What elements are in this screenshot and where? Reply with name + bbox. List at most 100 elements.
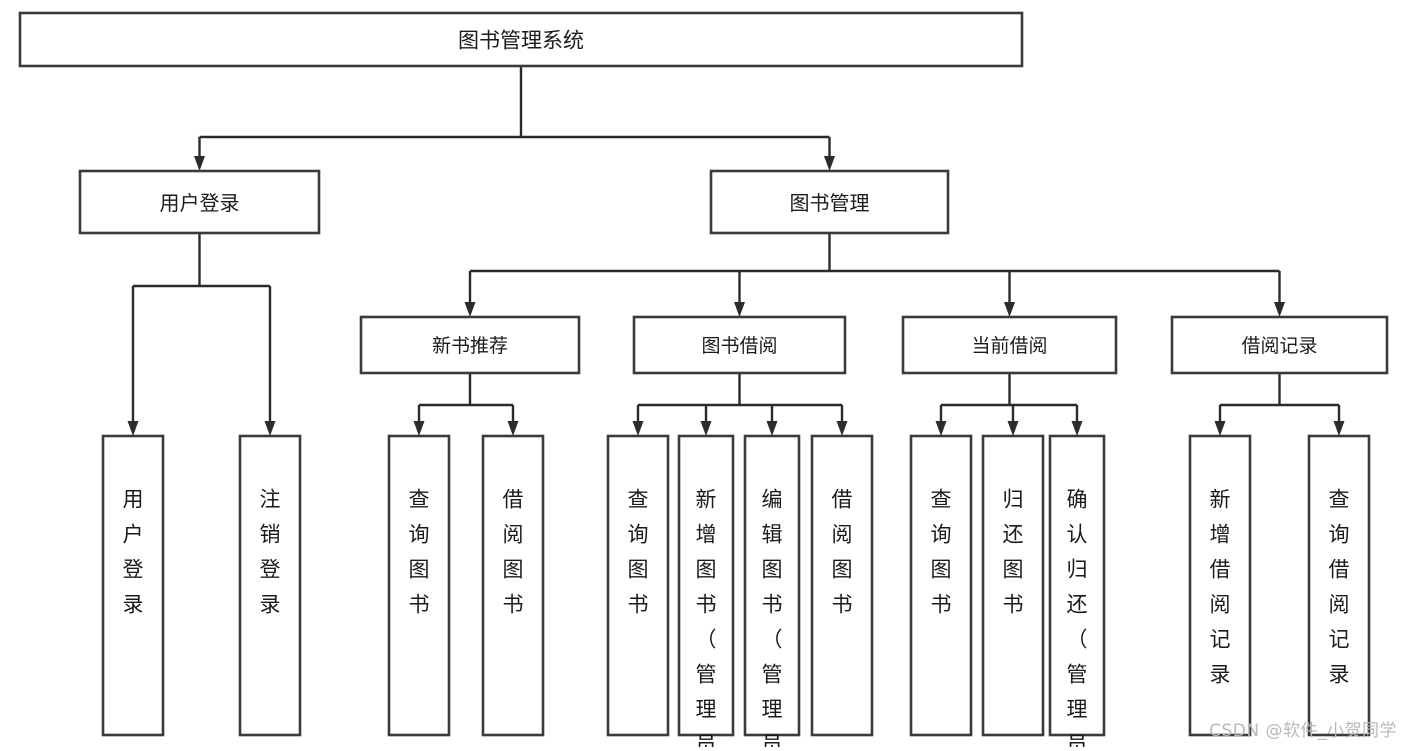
node-label-char: 管 [1067, 663, 1088, 687]
arrow-head-icon [507, 421, 519, 436]
node-l1_0[interactable]: 用户登录 [78, 169, 321, 235]
node-label-char: 阅 [1210, 593, 1231, 617]
node-box[interactable] [101, 434, 165, 737]
node-label-char: 增 [1210, 523, 1231, 547]
connector-group-l2_3 [1214, 373, 1345, 436]
arrow-head-icon [836, 421, 848, 436]
node-label-char: 图 [696, 558, 717, 582]
node-label-char: 书 [503, 593, 524, 617]
arrow-head-icon [632, 421, 644, 436]
node-label-char: 查 [931, 488, 952, 512]
node-label-char: 书 [1003, 593, 1024, 617]
node-box[interactable] [632, 315, 847, 375]
node-label-char: 注 [260, 488, 281, 512]
node-label-char: 辑 [762, 523, 783, 547]
node-box[interactable] [1170, 315, 1389, 375]
node-l2_1[interactable]: 图书借阅 [632, 315, 847, 375]
arrow-head-icon [1274, 302, 1285, 317]
node-label-char: 阅 [503, 523, 524, 547]
node-l2_2[interactable]: 当前借阅 [901, 315, 1118, 375]
node-label-char: 员 [696, 733, 717, 748]
node-label-char: 编 [762, 488, 783, 512]
node-label-char: 询 [931, 523, 952, 547]
node-label: 图书借阅 [701, 335, 777, 357]
node-label-char: 用 [123, 488, 144, 512]
node-box[interactable] [909, 434, 973, 737]
arrow-head-icon [1214, 421, 1226, 436]
watermark-label: CSDN @软件_小贺同学 [1209, 721, 1397, 741]
node-box[interactable] [481, 434, 545, 737]
node-label: 借阅记录 [1241, 335, 1317, 357]
node-label-char: 图 [931, 558, 952, 582]
node-box[interactable] [1307, 434, 1371, 737]
node-box[interactable] [981, 434, 1045, 737]
node-label-char: 归 [1003, 488, 1024, 512]
node-label: 图书管理 [790, 191, 870, 215]
node-label-char: 员 [762, 733, 783, 748]
node-box[interactable] [606, 434, 670, 737]
node-label-char: 借 [503, 488, 524, 512]
node-label: 图书管理系统 [458, 29, 584, 53]
node-box[interactable] [810, 434, 874, 737]
arrow-head-icon [264, 421, 276, 436]
node-box[interactable] [677, 434, 735, 737]
connector-group-l1_0 [127, 233, 276, 436]
node-l1_1[interactable]: 图书管理 [709, 169, 950, 235]
node-label-char: 认 [1067, 523, 1088, 547]
node-box[interactable] [1188, 434, 1252, 737]
node-box[interactable] [1048, 434, 1106, 737]
node-label-char: 录 [1329, 663, 1350, 687]
node-label-char: 询 [1329, 523, 1350, 547]
node-lf_0[interactable]: 用户登录 [101, 434, 165, 737]
node-box[interactable] [359, 315, 581, 375]
node-box[interactable] [387, 434, 451, 737]
node-label-char: 录 [123, 593, 144, 617]
node-box[interactable] [709, 169, 950, 235]
connector-group-root [194, 66, 835, 171]
node-label-char: 录 [260, 593, 281, 617]
node-label-char: 借 [1210, 558, 1231, 582]
node-box[interactable] [18, 11, 1024, 68]
node-label-char: 销 [260, 523, 281, 547]
node-label-char: （ [762, 628, 783, 652]
node-label-char: 录 [1210, 663, 1231, 687]
node-box[interactable] [238, 434, 302, 737]
node-label-char: 借 [1329, 558, 1350, 582]
arrow-head-icon [194, 156, 205, 171]
node-label-char: 书 [409, 593, 430, 617]
node-label-char: 还 [1067, 593, 1088, 617]
node-l2_3[interactable]: 借阅记录 [1170, 315, 1389, 375]
node-label-char: 登 [123, 558, 144, 582]
arrow-head-icon [734, 302, 745, 317]
node-box[interactable] [901, 315, 1118, 375]
node-box[interactable] [78, 169, 321, 235]
arrow-head-icon [766, 421, 778, 436]
node-label-char: 借 [832, 488, 853, 512]
node-label-char: 理 [1067, 698, 1088, 722]
node-label-char: 新 [696, 488, 717, 512]
connector-group-l2_1 [632, 373, 848, 436]
arrow-head-icon [413, 421, 425, 436]
node-label-char: 书 [931, 593, 952, 617]
node-box[interactable] [743, 434, 801, 737]
node-label-char: 登 [260, 558, 281, 582]
node-l2_0[interactable]: 新书推荐 [359, 315, 581, 375]
node-label-char: 新 [1210, 488, 1231, 512]
node-label-char: 询 [628, 523, 649, 547]
node-root[interactable]: 图书管理系统 [18, 11, 1024, 68]
node-label-char: 管 [762, 663, 783, 687]
